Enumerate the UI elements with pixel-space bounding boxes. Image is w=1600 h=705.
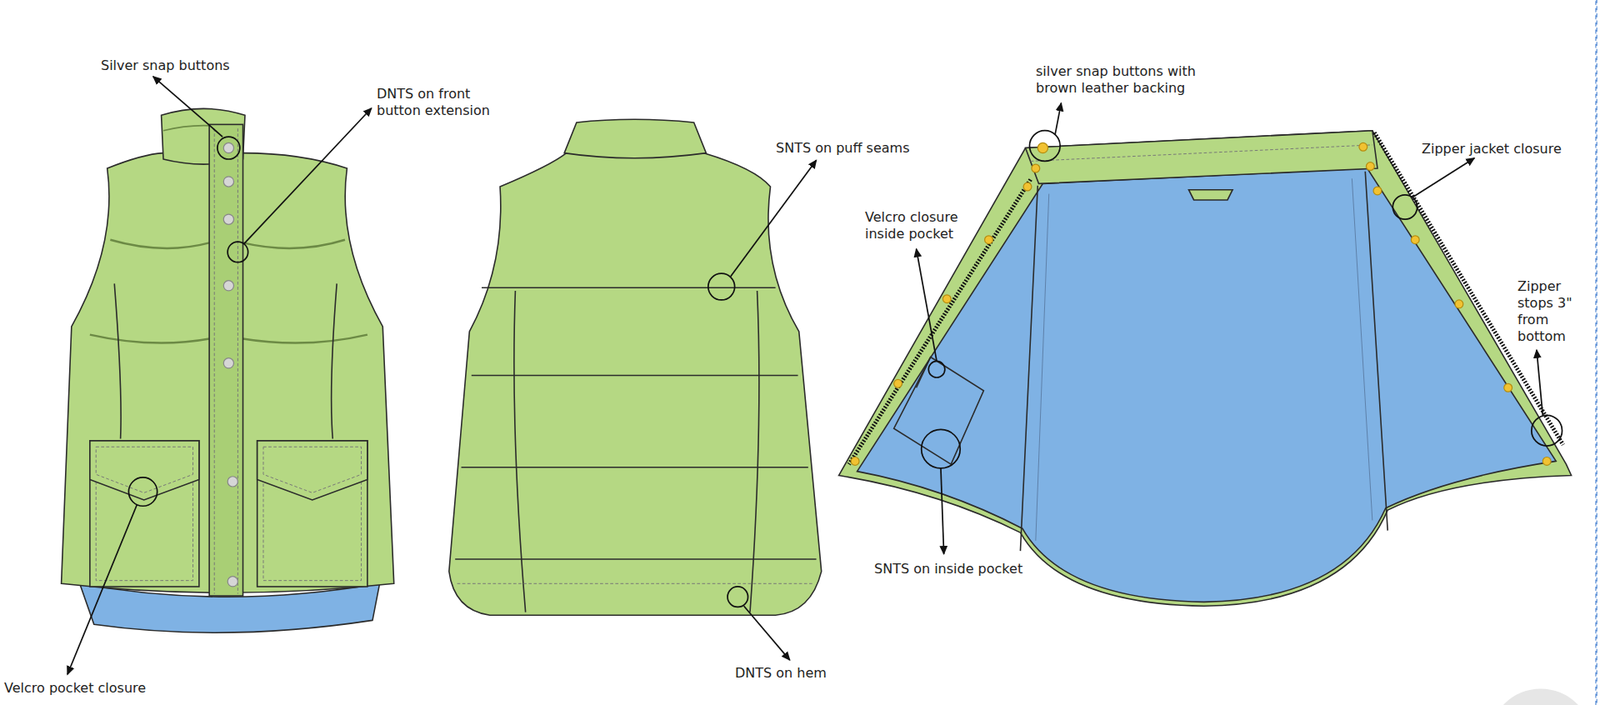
callout-label: Velcro pocket closure [4, 680, 146, 697]
corner-mark [1490, 688, 1592, 705]
page-edge-line [1595, 0, 1597, 705]
leader-arrows [67, 76, 1543, 675]
callout-label: Silver snap buttons [100, 57, 230, 75]
callout-label: silver snap buttons with brown leather b… [1035, 63, 1228, 97]
callout-label: Velcro closure inside pocket [865, 209, 995, 243]
callout-label: Zipper stops 3" from bottom [1517, 278, 1586, 345]
back-view [449, 119, 822, 615]
front-view [61, 108, 395, 633]
callout-label: DNTS on front button extension [376, 85, 515, 120]
inside-view [839, 130, 1572, 607]
callout-label: DNTS on hem [735, 665, 827, 682]
callout-label: SNTS on puff seams [775, 140, 910, 157]
callout-label: SNTS on inside pocket [874, 560, 1023, 578]
callout-label: Zipper jacket closure [1421, 140, 1562, 158]
